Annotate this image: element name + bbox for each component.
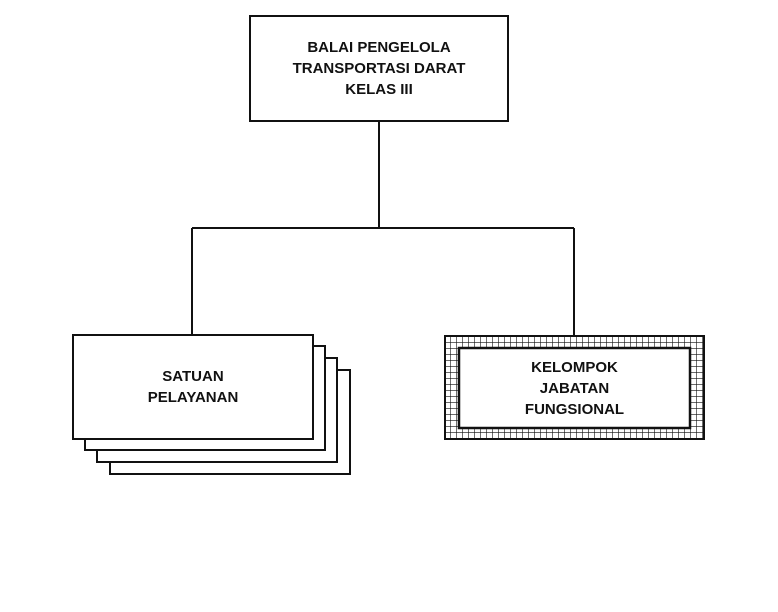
root-box: [249, 15, 509, 122]
root-line: TRANSPORTASI DARAT: [292, 60, 466, 77]
root-line: KELAS III: [345, 81, 413, 98]
kelompok-jabatan-label: KELOMPOK JABATAN FUNGSIONAL: [459, 348, 690, 428]
kelompok-jabatan-box: [444, 335, 705, 440]
satuan-pelayanan-stack: [72, 334, 351, 475]
root-line: BALAI PENGELOLA: [307, 39, 451, 56]
root-label: BALAI PENGELOLA TRANSPORTASI DARAT KELAS…: [250, 16, 508, 121]
label-line: PELAYANAN: [147, 389, 239, 406]
satuan-pelayanan-label: SATUAN PELAYANAN: [73, 335, 313, 439]
label-line: JABATAN: [539, 379, 610, 397]
label-line: SATUAN: [162, 368, 224, 385]
label-line: KELOMPOK: [531, 358, 618, 376]
connector-lines: [191, 121, 575, 335]
label-line: FUNGSIONAL: [524, 400, 625, 418]
